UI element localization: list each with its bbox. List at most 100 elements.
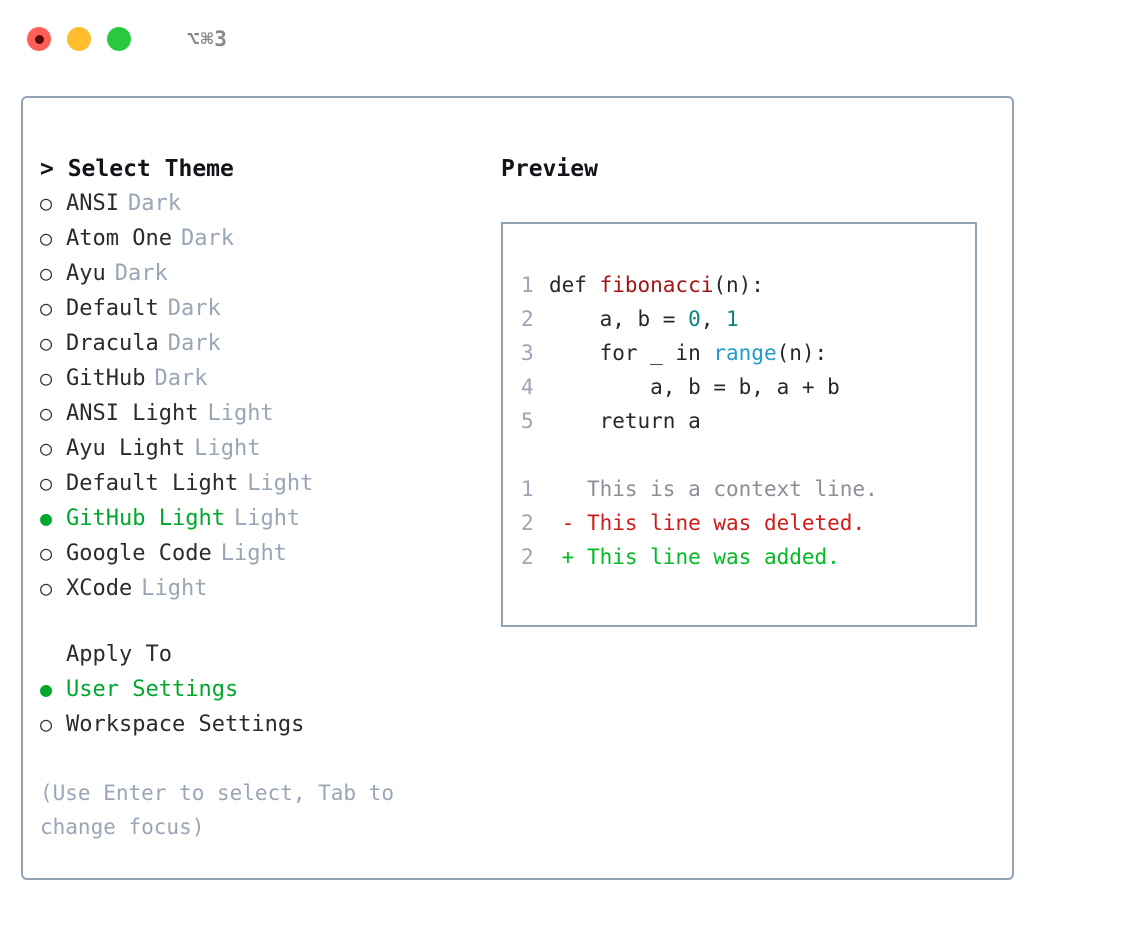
theme-option[interactable]: ○ Ayu Dark <box>40 256 480 291</box>
theme-option-label: XCode <box>66 576 133 601</box>
line-number: 2 <box>521 511 534 535</box>
theme-option-kind: Dark <box>167 331 221 356</box>
diff-text: This line was deleted. <box>586 511 866 535</box>
code-token: fibonacci <box>599 273 714 297</box>
minimize-button[interactable] <box>67 27 91 51</box>
theme-option[interactable]: ● GitHub Light Light <box>40 501 480 536</box>
apply-to-heading: Apply To <box>66 642 172 667</box>
diff-sign: - <box>549 511 587 535</box>
theme-option[interactable]: ○ Atom One Dark <box>40 221 480 256</box>
code-line: 2 a, b = 0, 1 <box>503 302 975 336</box>
line-number: 4 <box>521 375 534 399</box>
theme-option-label: Ayu Light <box>66 436 186 461</box>
radio-unselected-icon: ○ <box>40 541 53 565</box>
select-theme-heading: > Select Theme <box>40 156 234 182</box>
theme-option-label: GitHub Light <box>66 506 225 531</box>
radio-unselected-icon: ○ <box>40 226 53 250</box>
theme-option[interactable]: ○ ANSI Dark <box>40 186 480 221</box>
radio-unselected-icon: ○ <box>40 296 53 320</box>
theme-option[interactable]: ○ ANSI Light Light <box>40 396 480 431</box>
theme-option-label: Default <box>66 296 159 321</box>
theme-option-kind: Light <box>194 436 261 461</box>
code-token: for _ in <box>549 341 714 365</box>
radio-unselected-icon: ○ <box>40 576 53 600</box>
code-token: (n): <box>713 273 764 297</box>
theme-option-kind: Dark <box>180 226 234 251</box>
diff-line: 2 + This line was added. <box>503 540 975 574</box>
line-number: 1 <box>521 273 534 297</box>
theme-option-kind: Dark <box>114 261 168 286</box>
apply-to-option[interactable]: ○ Workspace Settings <box>40 707 480 742</box>
radio-unselected-icon: ○ <box>40 331 53 355</box>
theme-option-kind: Dark <box>167 296 221 321</box>
diff-text: This is a context line. <box>586 477 878 501</box>
apply-to-option-label: User Settings <box>66 677 239 702</box>
theme-option-label: Default Light <box>66 471 239 496</box>
apply-to-option[interactable]: ● User Settings <box>40 672 480 707</box>
theme-option-label: Google Code <box>66 541 212 566</box>
diff-sign: + <box>549 545 587 569</box>
apply-to-option-label: Workspace Settings <box>66 712 305 737</box>
line-number: 5 <box>521 409 534 433</box>
preview-heading: Preview <box>501 156 598 182</box>
code-line: 3 for _ in range(n): <box>503 336 975 370</box>
code-token: return a <box>549 409 701 433</box>
theme-option-kind: Light <box>207 401 274 426</box>
radio-unselected-icon: ○ <box>40 436 53 460</box>
radio-unselected-icon: ○ <box>40 712 53 736</box>
diff-line: 1 This is a context line. <box>503 472 975 506</box>
radio-selected-icon: ● <box>40 677 53 701</box>
diff-text: This line was added. <box>586 545 840 569</box>
code-diff-spacer <box>503 438 975 472</box>
line-number: 3 <box>521 341 534 365</box>
theme-option-label: Ayu <box>66 261 106 286</box>
code-token: (n): <box>776 341 828 365</box>
theme-option-label: GitHub <box>66 366 146 391</box>
theme-option[interactable]: ○ Default Dark <box>40 291 480 326</box>
line-number: 2 <box>521 307 534 331</box>
theme-option-kind: Light <box>141 576 208 601</box>
radio-selected-icon: ● <box>40 506 53 530</box>
theme-option-label: Atom One <box>66 226 172 251</box>
apply-to-list: ● User Settings ○ Workspace Settings <box>40 672 480 742</box>
code-line: 1 def fibonacci(n): <box>503 268 975 302</box>
diff-sign <box>549 472 587 506</box>
theme-option-kind: Dark <box>127 191 181 216</box>
close-button[interactable] <box>27 27 51 51</box>
maximize-button[interactable] <box>107 27 131 51</box>
theme-option[interactable]: ○ Default Light Light <box>40 466 480 501</box>
radio-unselected-icon: ○ <box>40 261 53 285</box>
code-token: a, b = <box>549 307 689 331</box>
theme-option[interactable]: ○ Google Code Light <box>40 536 480 571</box>
theme-option-kind: Light <box>233 506 301 531</box>
code-token: 0 <box>688 307 701 331</box>
radio-unselected-icon: ○ <box>40 471 53 495</box>
radio-unselected-icon: ○ <box>40 191 53 215</box>
theme-option-kind: Light <box>220 541 287 566</box>
radio-unselected-icon: ○ <box>40 401 53 425</box>
diff-line: 2 - This line was deleted. <box>503 506 975 540</box>
theme-option[interactable]: ○ Ayu Light Light <box>40 431 480 466</box>
theme-option-kind: Dark <box>154 366 208 391</box>
theme-option-label: ANSI Light <box>66 401 199 426</box>
code-token: def <box>549 273 600 297</box>
keyboard-hint-text: (Use Enter to select, Tab to change focu… <box>40 781 407 839</box>
theme-option-kind: Light <box>247 471 314 496</box>
theme-option-label: ANSI <box>66 191 119 216</box>
line-number: 2 <box>521 545 534 569</box>
code-line: 5 return a <box>503 404 975 438</box>
code-token: a, b = b, a + b <box>549 375 840 399</box>
code-token: , <box>700 307 727 331</box>
title-bar: ⌥⌘3 <box>0 0 1140 78</box>
theme-option[interactable]: ○ XCode Light <box>40 571 480 606</box>
line-number: 1 <box>521 477 534 501</box>
